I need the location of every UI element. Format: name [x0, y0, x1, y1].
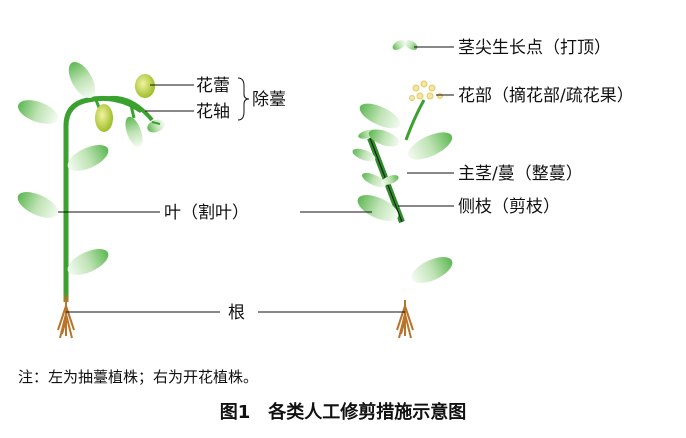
leaf: [411, 257, 453, 283]
leaf: [17, 100, 59, 124]
leaf: [381, 175, 399, 185]
label-pedicel: 花轴: [196, 102, 230, 122]
leaf: [67, 249, 109, 275]
leaf: [368, 129, 400, 147]
flower-bud: [95, 104, 113, 132]
leaf: [125, 116, 143, 148]
right-root: [396, 300, 414, 339]
label-side-branch: 侧枝（剪枝）: [458, 197, 560, 217]
figure-note: 注：左为抽薹植株；右为开花植株。: [18, 368, 259, 386]
leaf: [67, 145, 109, 171]
leaf: [359, 103, 401, 129]
left-root: [57, 300, 75, 339]
label-stem-tip: 茎尖生长点（打顶）: [458, 38, 611, 58]
leader-lines: [58, 46, 454, 313]
right-plant: [352, 40, 453, 339]
left-stem: [63, 95, 143, 303]
leaf: [147, 119, 165, 133]
leaf: [17, 192, 59, 218]
stem-tip: [404, 40, 418, 50]
label-root: 根: [228, 303, 245, 323]
leaf: [362, 172, 386, 188]
leaf: [357, 195, 399, 221]
leaf: [68, 61, 96, 99]
flower-cluster: [409, 80, 443, 101]
leaf: [352, 148, 376, 162]
label-leaf: 叶（割叶）: [164, 203, 249, 223]
label-remove-bolt: 除薹: [252, 90, 286, 110]
leaf: [407, 132, 453, 160]
figure-caption: 图1 各类人工修剪措施示意图: [219, 402, 467, 423]
stem-tip: [392, 40, 406, 50]
label-flower-part: 花部（摘花部/疏花果）: [458, 86, 634, 106]
left-plant: [17, 61, 165, 339]
label-main-stem: 主茎/蔓（整蔓）: [458, 164, 583, 184]
flower-bud: [135, 74, 155, 98]
label-bud: 花蕾: [196, 76, 230, 96]
